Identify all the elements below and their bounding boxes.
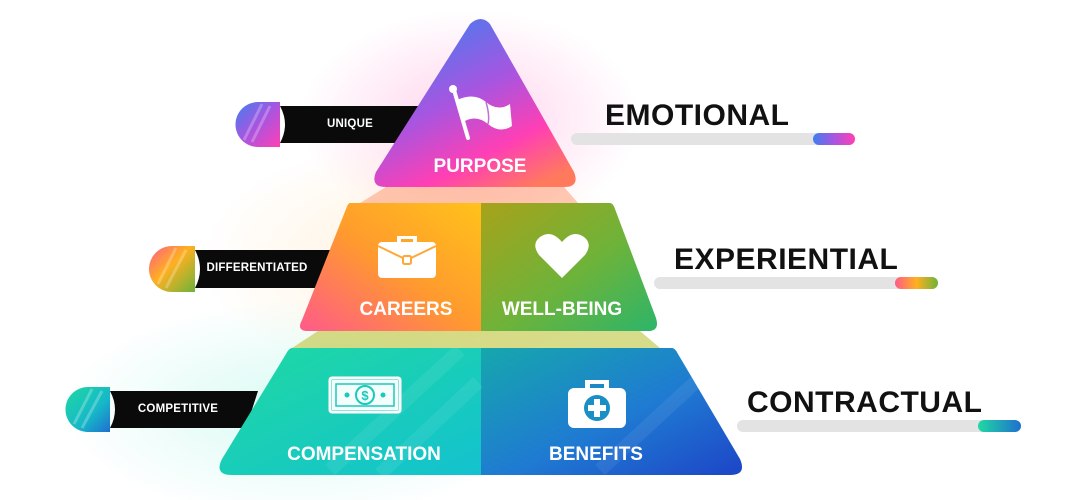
tier-connector-top (360, 187, 578, 203)
segment-label-careers: CAREERS (359, 299, 453, 320)
tag-competitive (65, 387, 258, 432)
heart-icon (535, 233, 589, 278)
level-bar-experiential-fill (895, 277, 938, 289)
level-bar-emotional-fill (813, 133, 855, 145)
tag-unique (235, 102, 430, 147)
dollar-bill-icon: $ (328, 376, 402, 414)
segment-label-well-being: WELL-BEING (501, 299, 623, 320)
level-bar-contractual-fill (978, 420, 1021, 432)
segment-label-compensation: COMPENSATION (287, 444, 441, 465)
segment-label-benefits: BENEFITS (549, 444, 643, 465)
level-title-experiential: EXPERIENTIAL (674, 243, 899, 276)
tag-differentiated (149, 246, 345, 292)
segment-label-purpose: PURPOSE (433, 156, 527, 177)
tag-label-competitive: COMPETITIVE (137, 403, 219, 415)
level-bar-emotional (571, 133, 855, 145)
svg-text:$: $ (361, 388, 369, 403)
level-title-emotional: EMOTIONAL (605, 99, 790, 132)
flag-icon (449, 85, 512, 140)
level-title-contractual: CONTRACTUAL (747, 386, 983, 419)
medical-kit-icon (568, 380, 626, 428)
level-bar-contractual (737, 420, 1021, 432)
tag-label-unique: UNIQUE (327, 118, 373, 130)
tag-label-differentiated: DIFFERENTIATED (206, 262, 308, 274)
level-bar-experiential (654, 277, 938, 289)
briefcase-icon (377, 236, 437, 278)
tier-connector-middle (292, 331, 660, 348)
